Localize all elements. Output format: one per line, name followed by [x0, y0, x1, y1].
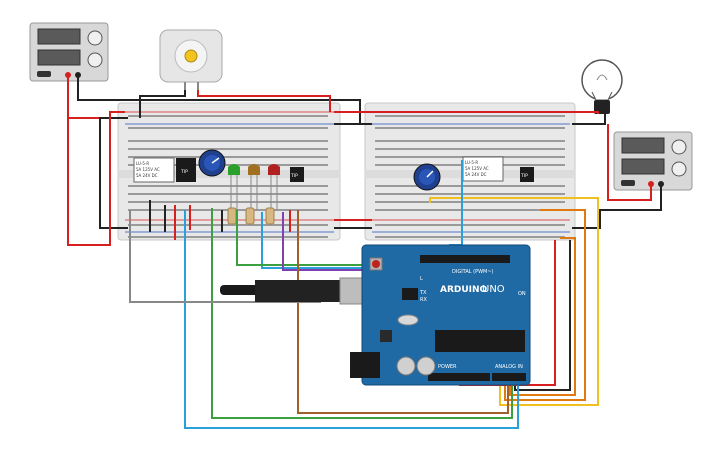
- dc-motor[interactable]: [159, 29, 223, 90]
- potentiometer-1[interactable]: [198, 149, 226, 177]
- resistor-3: [265, 207, 275, 225]
- on-label: ON: [518, 291, 526, 297]
- transistor-3-label: TIP: [520, 173, 528, 179]
- transistor-1-label: TIP: [180, 169, 188, 175]
- transistor-2[interactable]: TIP: [290, 167, 304, 182]
- power-supply-2[interactable]: [613, 131, 693, 191]
- arduino-brand: ARDUINO: [440, 285, 488, 295]
- relay-1-line3: 5A 24V DC: [136, 173, 158, 178]
- led-red[interactable]: [268, 164, 280, 210]
- tx-label: TX: [419, 290, 427, 296]
- power-supply-1[interactable]: [29, 22, 109, 82]
- power-header: [428, 373, 490, 381]
- led-yellow[interactable]: [248, 164, 260, 210]
- analog-label: ANALOG IN: [495, 364, 523, 370]
- arduino-model: UNO: [482, 284, 505, 295]
- relay-2-line1: LU-5-R: [465, 160, 478, 165]
- power-label: POWER: [438, 364, 457, 370]
- led-green[interactable]: [228, 164, 240, 210]
- power-jack: [350, 352, 380, 378]
- l-label: L: [420, 276, 423, 282]
- arduino-uno[interactable]: ARDUINO UNO DIGITAL (PWM~) POWER ANALOG …: [350, 244, 531, 386]
- transistor-2-label: TIP: [290, 173, 298, 179]
- usb-cable: [220, 277, 363, 305]
- relay-2-line3: 5A 24V DC: [465, 172, 487, 177]
- resistor-1: [227, 207, 237, 225]
- analog-header: [492, 373, 526, 381]
- relay-1-line1: LU-5-R: [136, 161, 149, 166]
- relay-2-line2: 5A 125V AC: [465, 166, 489, 171]
- transistor-3[interactable]: TIP: [520, 167, 534, 182]
- potentiometer-2[interactable]: [413, 163, 441, 191]
- relay-2[interactable]: LU-5-R 5A 125V AC 5A 24V DC: [462, 156, 504, 182]
- resistor-2: [245, 207, 255, 225]
- microcontroller-chip: [435, 330, 525, 352]
- light-bulb[interactable]: [581, 59, 623, 114]
- digital-header: [420, 255, 510, 263]
- digital-label: DIGITAL (PWM~): [452, 269, 494, 275]
- rx-label: RX: [420, 297, 427, 303]
- relay-1-line2: 5A 125V AC: [136, 167, 160, 172]
- transistor-1[interactable]: TIP: [180, 163, 194, 178]
